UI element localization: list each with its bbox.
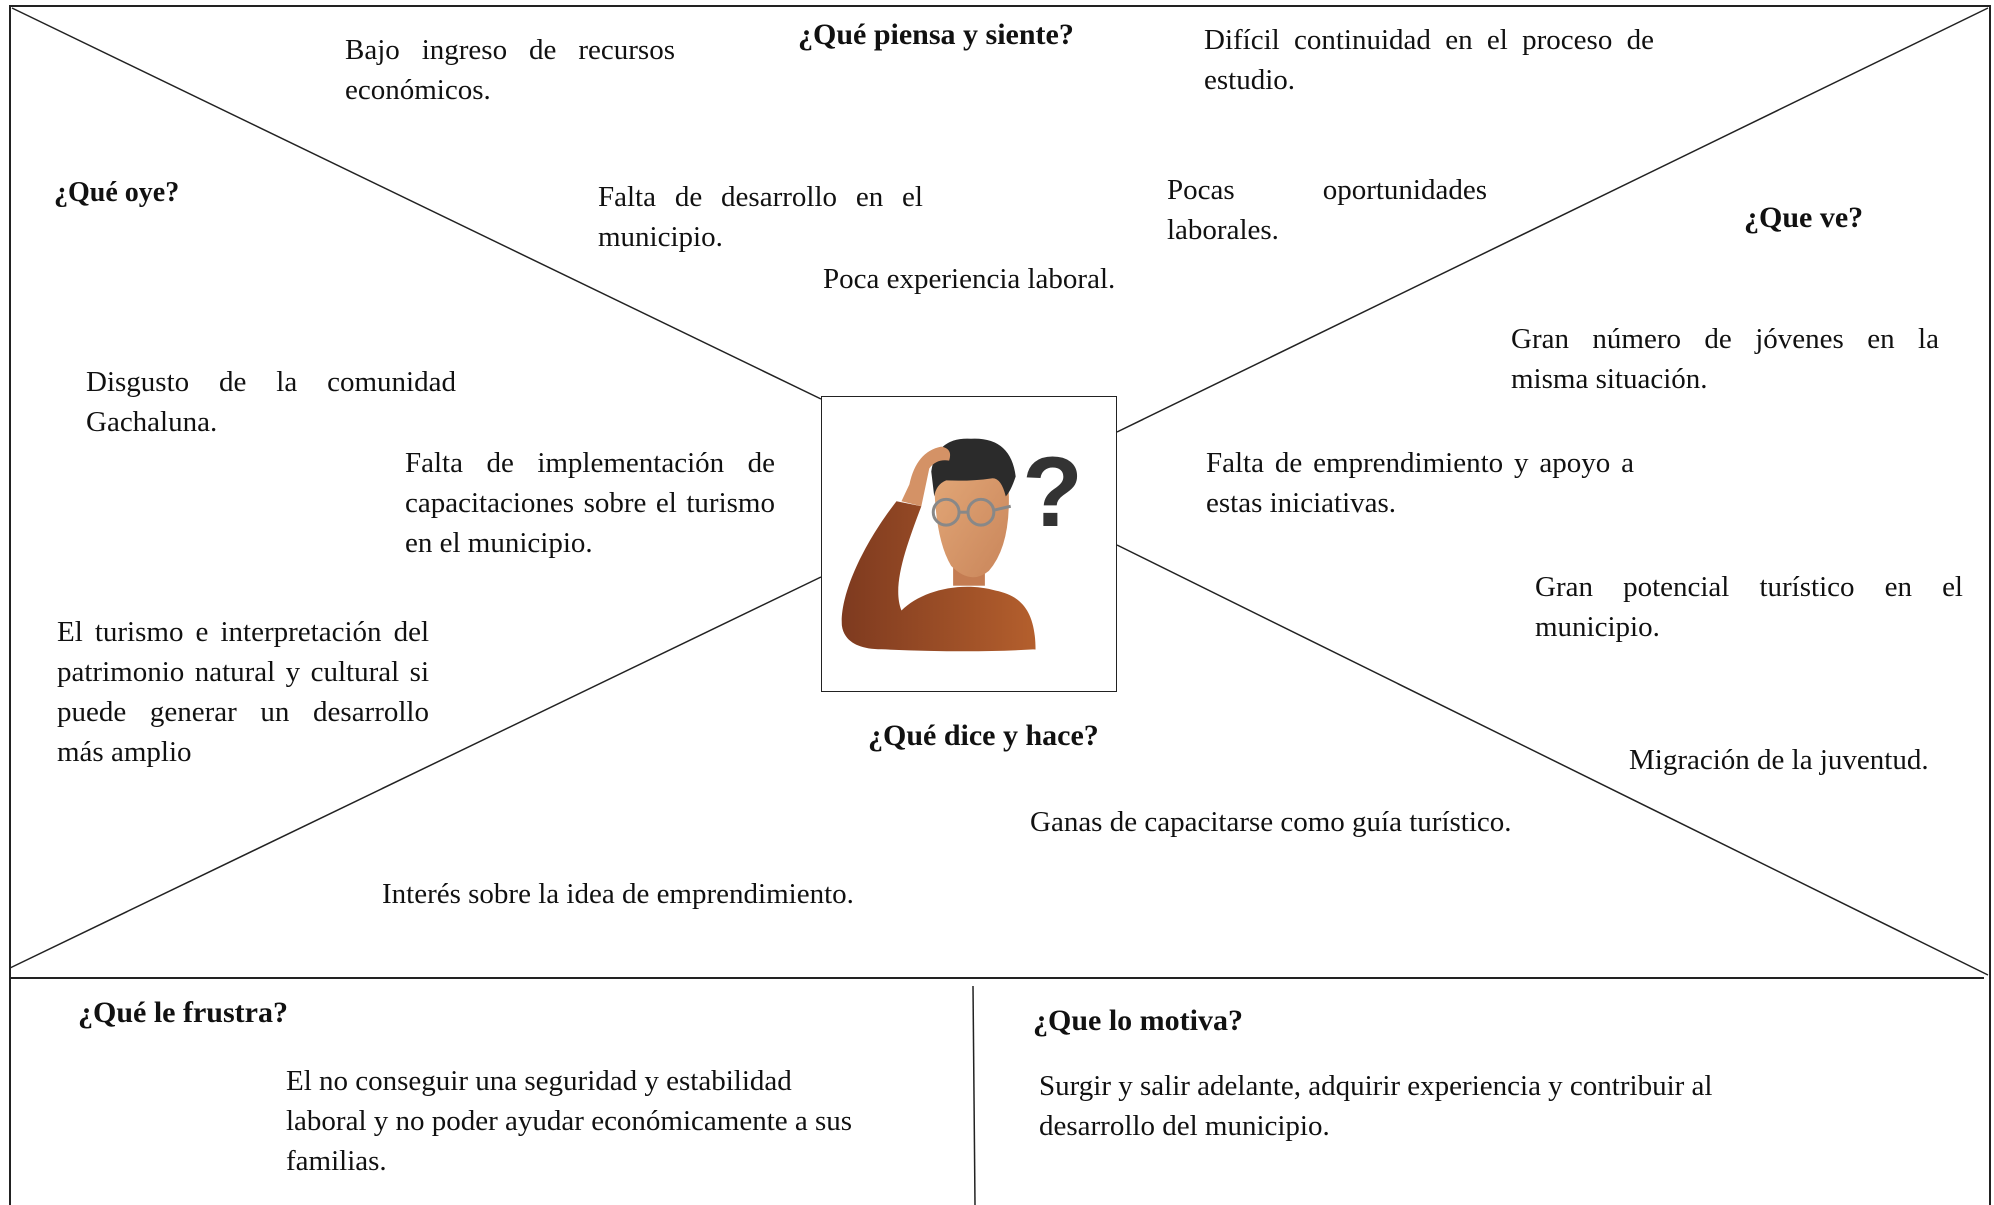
thinks-item-study-continuity: Difícil continuidad en el proceso de est… bbox=[1204, 24, 1654, 96]
persona-illustration: ? bbox=[821, 396, 1117, 692]
outer-border bbox=[9, 5, 1991, 1205]
heading-motivates: ¿Que lo motiva? bbox=[1033, 1004, 1243, 1037]
diagonal-top-left bbox=[11, 7, 822, 400]
hears-item-tourism-heritage: El turismo e interpretación del patrimon… bbox=[57, 616, 429, 768]
says-item-tour-guide: Ganas de capacitarse como guía turístico… bbox=[1030, 806, 1512, 838]
says-item-entrepreneurship-interest: Interés sobre la idea de emprendimiento. bbox=[382, 878, 854, 910]
diagonal-bottom-right bbox=[1116, 544, 1989, 976]
confused-person-icon: ? bbox=[841, 437, 1083, 652]
heading-thinks-feels: ¿Qué piensa y siente? bbox=[798, 18, 1074, 51]
heading-says-does: ¿Qué dice y hace? bbox=[868, 719, 1099, 752]
sees-item-young-people: Gran número de jóvenes en la misma situa… bbox=[1511, 323, 1939, 395]
thinks-item-work-experience: Poca experiencia laboral. bbox=[823, 263, 1116, 295]
sees-item-tourism-potential: Gran potencial turístico en el municipio… bbox=[1535, 571, 1963, 643]
vertical-divider bbox=[972, 985, 976, 1205]
diagonal-top-right bbox=[1116, 7, 1989, 433]
hears-item-community-displeasure: Disgusto de la comunidad Gachaluna. bbox=[86, 366, 456, 438]
heading-frustrates: ¿Qué le frustra? bbox=[78, 996, 288, 1029]
question-mark-icon: ? bbox=[1022, 437, 1083, 548]
thinks-item-municipal-development: Falta de desarrollo en el municipio. bbox=[598, 181, 923, 253]
diagonal-bottom-left bbox=[9, 576, 822, 969]
heading-hears: ¿Qué oye? bbox=[54, 177, 180, 208]
hears-item-training: Falta de implementación de capacitacione… bbox=[405, 447, 775, 559]
frustrates-text: El no conseguir una seguridad y estabili… bbox=[286, 1065, 853, 1177]
thinks-item-job-opportunities: Pocas oportunidades laborales. bbox=[1167, 174, 1487, 246]
motivates-text: Surgir y salir adelante, adquirir experi… bbox=[1039, 1070, 1713, 1142]
heading-sees: ¿Que ve? bbox=[1744, 201, 1864, 234]
sees-item-entrepreneurship: Falta de emprendimiento y apoyo a estas … bbox=[1206, 447, 1634, 519]
thinks-item-low-income: Bajo ingreso de recursos económicos. bbox=[345, 34, 675, 106]
sees-item-migration: Migración de la juventud. bbox=[1629, 744, 1929, 776]
